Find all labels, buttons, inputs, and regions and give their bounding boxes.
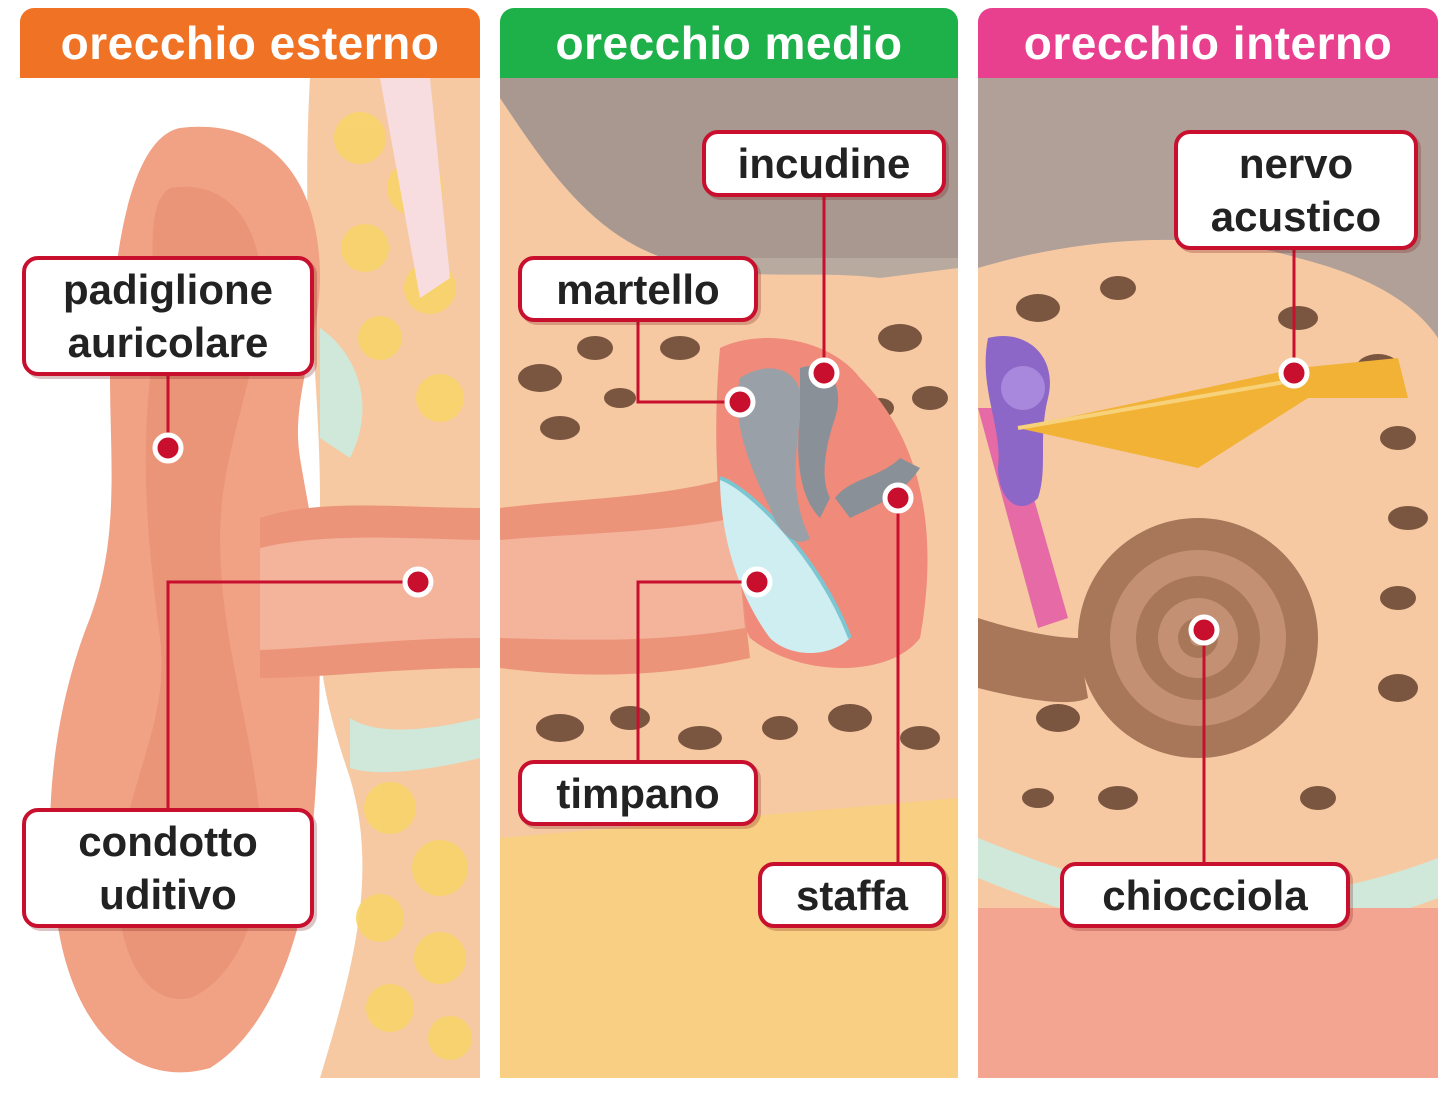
label-nervo-acustico: nervo acustico [1174,130,1418,250]
timpano-leader [636,580,757,760]
condotto-marker [402,566,434,598]
section-title-middle-ear: orecchio medio [500,8,958,78]
nervo-marker [1278,357,1310,389]
condotto-leader [166,580,418,808]
chiocciola-marker [1188,614,1220,646]
staffa-marker [882,482,914,514]
section-title-outer-ear: orecchio esterno [20,8,480,78]
label-martello: martello [518,256,758,322]
label-timpano: timpano [518,760,758,826]
label-incudine: incudine [702,130,946,197]
martello-marker [724,386,756,418]
middle-ear-illustration [500,78,958,1078]
section-title-inner-ear: orecchio interno [978,8,1438,78]
padiglione-marker [152,432,184,464]
label-staffa: staffa [758,862,946,928]
incudine-marker [808,357,840,389]
panel-middle-ear: orecchio medio [500,8,958,1078]
timpano-marker [741,566,773,598]
martello-leader [636,322,740,404]
label-padiglione-auricolare: padiglione auricolare [22,256,314,376]
label-chiocciola: chiocciola [1060,862,1350,928]
label-condotto-uditivo: condotto uditivo [22,808,314,928]
